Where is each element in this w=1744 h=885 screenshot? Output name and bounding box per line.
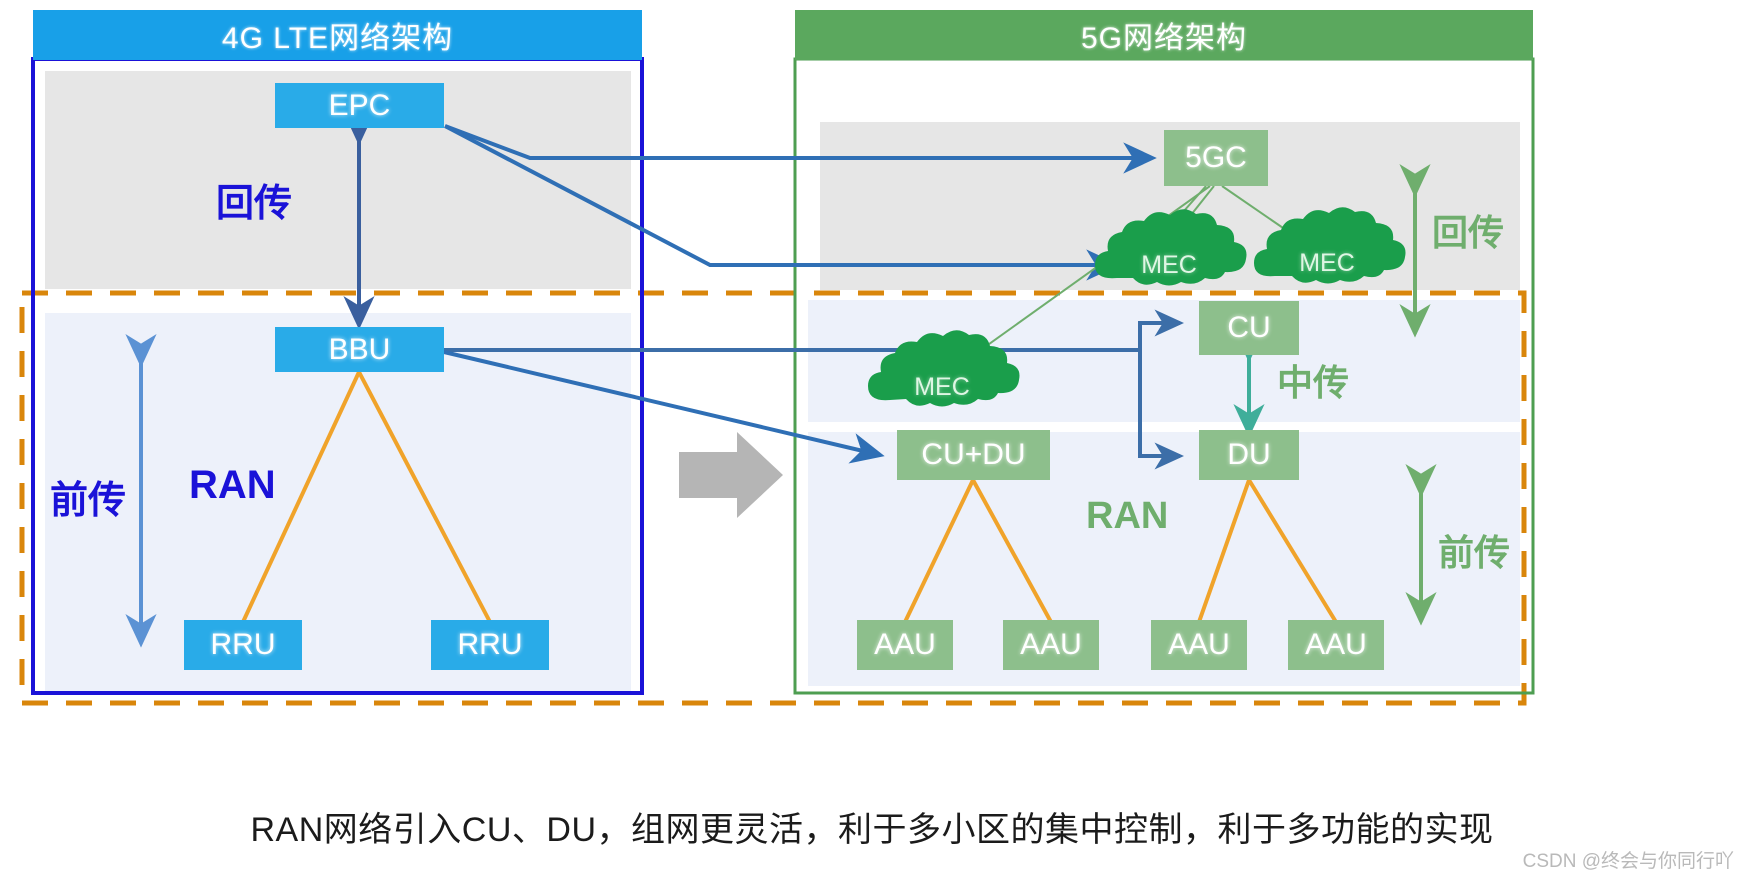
node-rru-right[interactable]: RRU	[431, 620, 549, 670]
node-aau-2[interactable]: AAU	[1003, 620, 1099, 670]
epc-to-mec-arrow	[444, 124, 1120, 281]
node-cu-du[interactable]: CU+DU	[897, 430, 1050, 480]
mec-lower-shape	[868, 330, 1020, 407]
lte-ran-label: RAN	[189, 463, 276, 507]
cloud-mec-top-right[interactable]: MEC	[1253, 228, 1401, 298]
bbu-to-cudu-arrow	[443, 350, 885, 464]
lte-panel-title: 4G LTE网络架构	[33, 10, 642, 60]
node-aau-4[interactable]: AAU	[1288, 620, 1384, 670]
node-epc[interactable]: EPC	[275, 83, 444, 128]
epc-to-5gc-arrow	[444, 124, 1157, 174]
mec-top-right-shape	[1254, 207, 1406, 284]
mec-clouds	[868, 207, 1406, 407]
cudu-aau1-fiber	[903, 479, 975, 623]
cloud-mec-lower-label: MEC	[914, 372, 970, 401]
bbu-rru-right-fiber	[357, 371, 492, 623]
lte-fronthaul-label: 前传	[50, 480, 127, 522]
ng-ran-label: RAN	[1086, 495, 1169, 537]
bbu-branch-to-du-arrow	[1138, 350, 1184, 470]
node-cu[interactable]: CU	[1199, 301, 1299, 355]
right-arrow-icon	[679, 432, 783, 518]
cloud-mec-top-left-label: MEC	[1141, 250, 1197, 279]
ng-panel-title: 5G网络架构	[795, 10, 1533, 60]
node-bbu[interactable]: BBU	[275, 327, 444, 372]
du-aau4-fiber	[1247, 478, 1338, 624]
node-5gc[interactable]: 5GC	[1164, 130, 1268, 186]
bbu-to-cu-du-arrow	[444, 309, 1184, 352]
cloud-mec-top-right-label: MEC	[1299, 248, 1355, 277]
ng-fronthaul-label: 前传	[1438, 532, 1511, 573]
cloud-mec-top-left[interactable]: MEC	[1095, 230, 1243, 300]
cudu-aau2-fiber	[971, 479, 1053, 623]
node-aau-1[interactable]: AAU	[857, 620, 953, 670]
cloud-mec-lower[interactable]: MEC	[868, 352, 1016, 422]
lte-connectors	[125, 112, 492, 648]
ran-dashed-boundary	[19, 290, 1527, 706]
mec-top-left-shape	[1095, 209, 1247, 286]
node-du[interactable]: DU	[1199, 430, 1299, 480]
bbu-rru-left-fiber	[241, 371, 361, 623]
diagram-caption: RAN网络引入CU、DU，组网更灵活，利于多小区的集中控制，利于多功能的实现	[250, 811, 1494, 849]
node-rru-left[interactable]: RRU	[184, 620, 302, 670]
node-aau-3[interactable]: AAU	[1151, 620, 1247, 670]
lte-backhaul-label: 回传	[216, 183, 293, 225]
ng-midhaul-label: 中传	[1277, 362, 1350, 403]
ng-backhaul-label: 回传	[1432, 212, 1505, 253]
cross-panel-connectors	[443, 124, 1184, 470]
lte-panel-bands	[45, 71, 631, 691]
du-aau3-fiber	[1197, 479, 1251, 623]
watermark: CSDN @终会与你同行吖	[1522, 851, 1734, 872]
